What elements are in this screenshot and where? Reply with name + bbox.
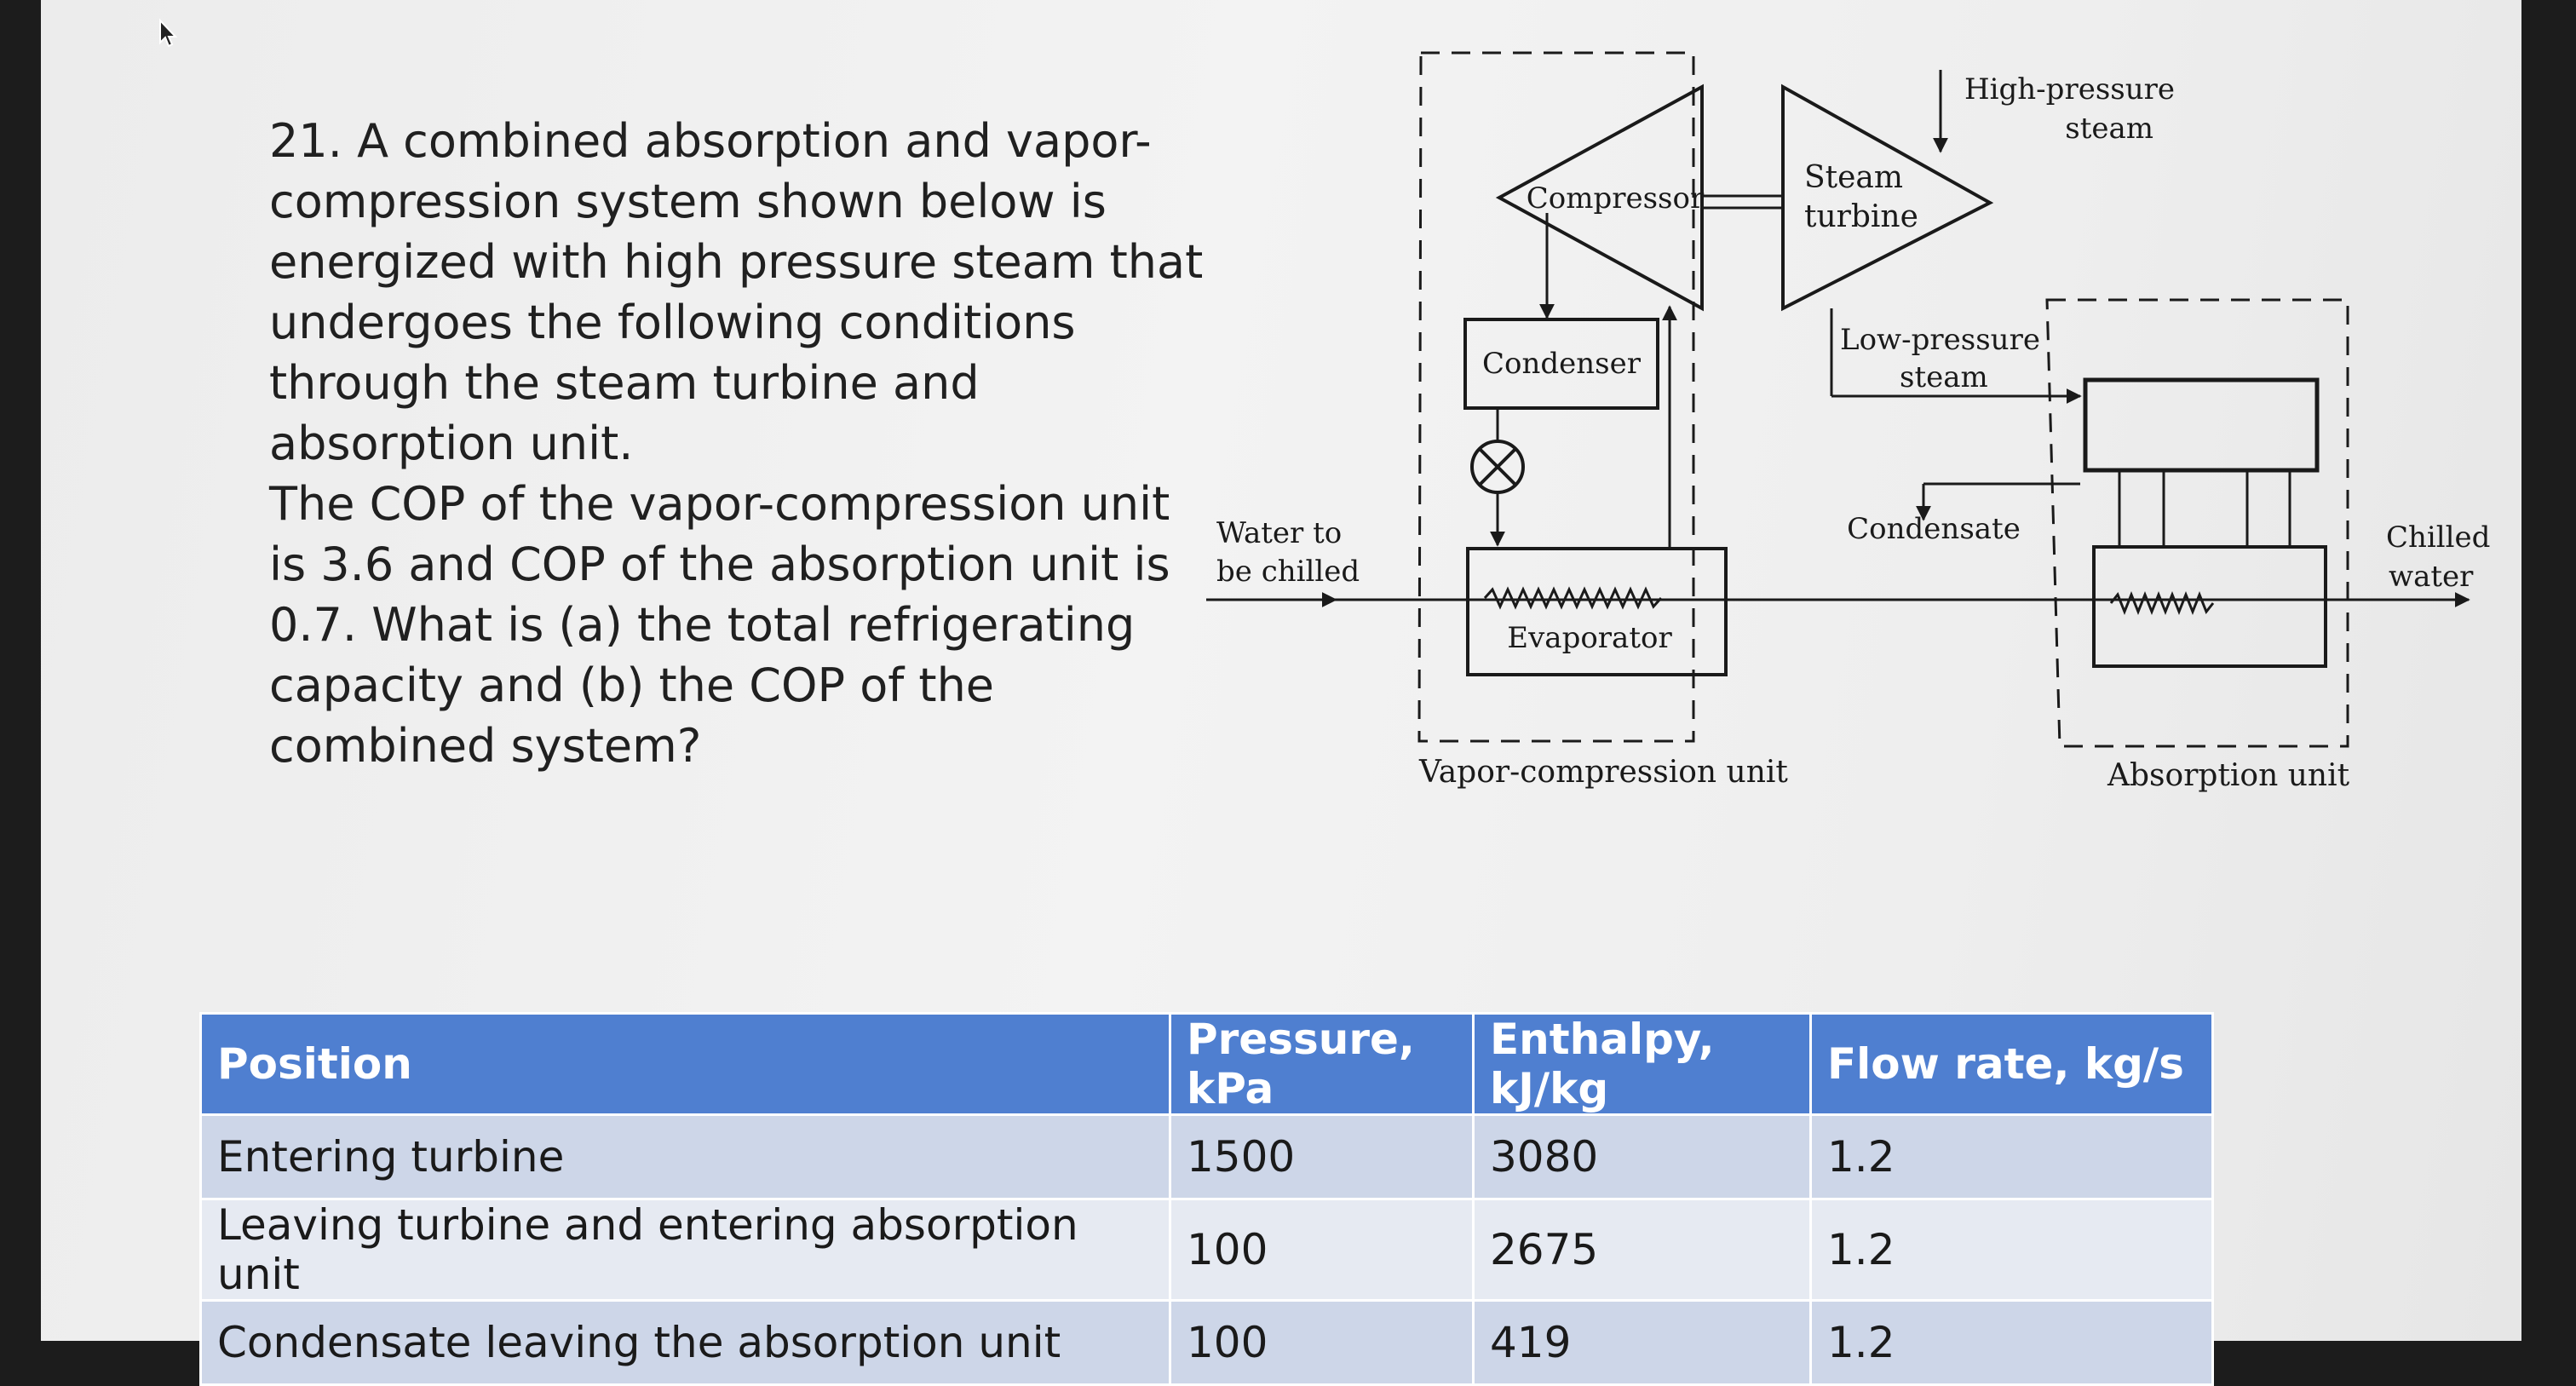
cell-flow-rate: 1.2 (1809, 1198, 2214, 1302)
cell-enthalpy: 3080 (1472, 1113, 1812, 1200)
header-position: Position (199, 1012, 1171, 1116)
compressor-shape (1495, 83, 1704, 312)
table-row: Entering turbine 1500 3080 1.2 (199, 1113, 2214, 1200)
high-pressure-label-line1: High-pressure (1964, 72, 2175, 106)
water-to-be-chilled-line2: be chilled (1216, 555, 1360, 589)
cell-position: Leaving turbine and entering absorption … (199, 1198, 1171, 1302)
evaporator-label: Evaporator (1507, 621, 1672, 655)
evaporator-box (1466, 547, 1728, 676)
high-pressure-label-line2: steam (2065, 112, 2153, 146)
evaporator-coil-icon (1483, 586, 1663, 610)
cell-position: Entering turbine (199, 1113, 1171, 1200)
compressor-label: Compressor (1527, 181, 1705, 216)
expansion-valve-cross-b (1478, 447, 1517, 486)
chilled-water-line2: water (2389, 560, 2474, 594)
chilled-water-line1: Chilled (2386, 520, 2490, 555)
water-to-be-chilled-line1: Water to (1216, 516, 1342, 550)
header-flow-rate: Flow rate, kg/s (1809, 1012, 2214, 1116)
cell-pressure: 100 (1169, 1299, 1475, 1386)
vapor-compression-unit-boundary (1417, 51, 1695, 743)
cell-flow-rate: 1.2 (1809, 1299, 2214, 1386)
condenser-box (1463, 318, 1659, 410)
screen: 21. A combined absorption and vapor-comp… (41, 0, 2521, 1386)
table-header-row: Position Pressure, kPa Enthalpy, kJ/kg F… (199, 1012, 2214, 1116)
problem-text: A combined absorption and vapor-compress… (269, 114, 1204, 470)
cell-enthalpy: 419 (1472, 1299, 1812, 1386)
steam-turbine-label-line1: Steam (1804, 160, 1903, 195)
cell-pressure: 100 (1169, 1198, 1475, 1302)
low-pressure-label-line2: steam (1900, 360, 1988, 394)
header-enthalpy: Enthalpy, kJ/kg (1472, 1012, 1812, 1116)
low-pressure-label-line1: Low-pressure (1840, 323, 2040, 357)
problem-statement: 21. A combined absorption and vapor-comp… (269, 111, 1206, 776)
problem-number: 21. (269, 114, 342, 168)
absorption-coil-icon (2109, 590, 2215, 616)
absorption-unit-boundary (2045, 298, 2349, 748)
steam-turbine-shape (1781, 83, 1994, 312)
steam-conditions-table: Position Pressure, kPa Enthalpy, kJ/kg F… (199, 1012, 2214, 1386)
system-diagram: Compressor Steam turbine High-pressure s… (1206, 51, 2490, 793)
cell-enthalpy: 2675 (1472, 1198, 1812, 1302)
mouse-pointer-icon (159, 18, 178, 48)
header-pressure: Pressure, kPa (1169, 1012, 1475, 1116)
absorption-evaporator-box (2092, 545, 2327, 668)
problem-question: The COP of the vapor-compression unit is… (269, 477, 1170, 773)
problem-description: 21. A combined absorption and vapor-comp… (269, 111, 1206, 474)
condenser-label: Condenser (1482, 347, 1642, 381)
cell-flow-rate: 1.2 (1809, 1113, 2214, 1200)
absorption-unit-label: Absorption unit (2107, 758, 2350, 793)
condensate-label: Condensate (1847, 512, 2021, 546)
cell-position: Condensate leaving the absorption unit (199, 1299, 1171, 1386)
table-row: Leaving turbine and entering absorption … (199, 1198, 2214, 1302)
cell-pressure: 1500 (1169, 1113, 1475, 1200)
vapor-compression-unit-label: Vapor-compression unit (1418, 755, 1788, 790)
table-row: Condensate leaving the absorption unit 1… (199, 1299, 2214, 1386)
absorption-generator-box (2083, 377, 2320, 473)
steam-turbine-label-line2: turbine (1804, 199, 1918, 234)
